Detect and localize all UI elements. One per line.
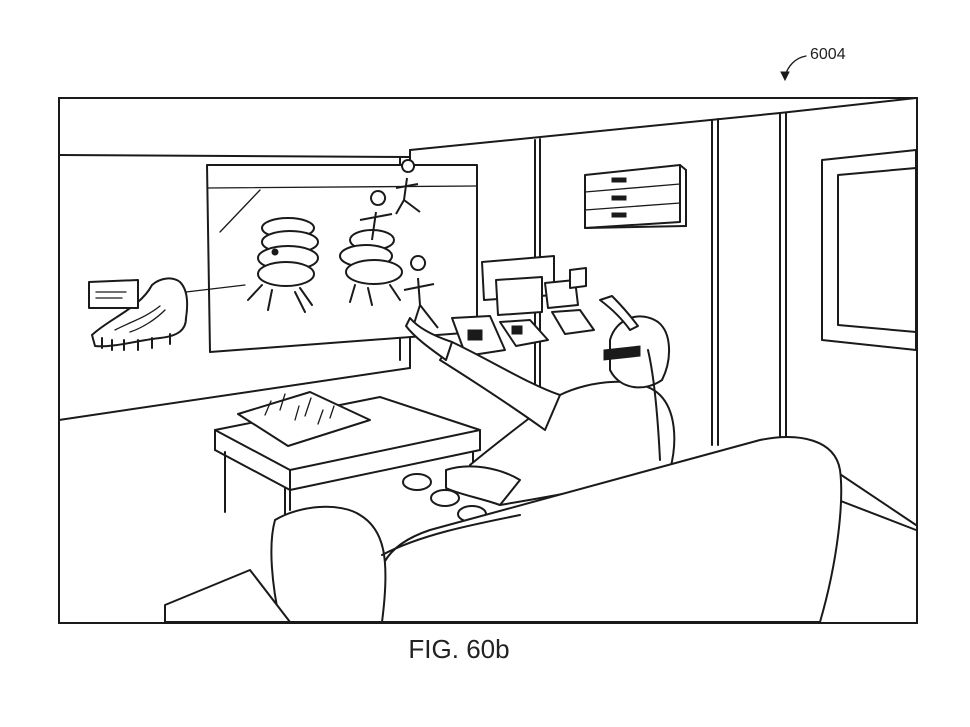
figure-caption: FIG. 60b: [0, 634, 918, 665]
reference-leader-arrow: [781, 56, 806, 80]
virtual-display-screen: [207, 160, 477, 352]
wall-window: [822, 150, 916, 350]
wall-vent-unit: [585, 165, 686, 228]
